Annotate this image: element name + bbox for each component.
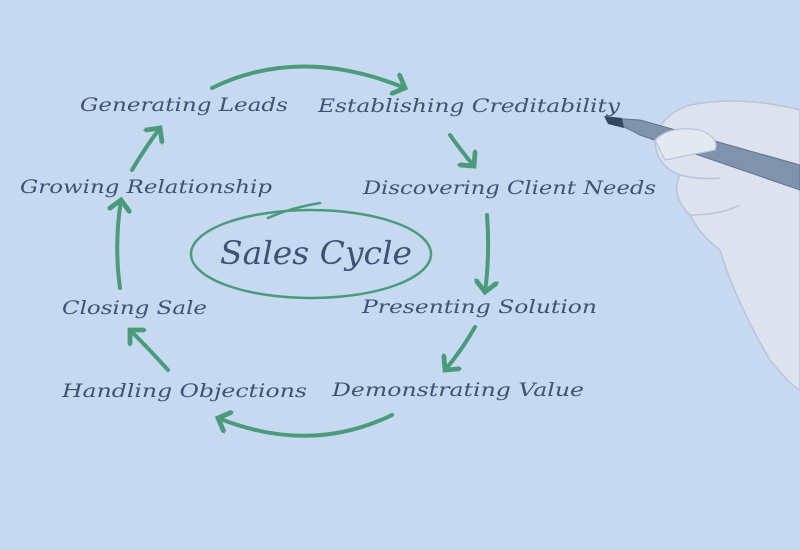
marker-tip — [604, 116, 624, 128]
thumb — [654, 128, 717, 161]
title-ellipse-overstroke — [266, 201, 322, 220]
marker-pen-icon — [605, 117, 800, 191]
diagram-title: Sales Cycle — [220, 234, 412, 272]
step-discovering-client-needs: Discovering Client Needs — [362, 177, 656, 199]
finger-detail — [679, 174, 741, 216]
title-ellipse — [189, 208, 433, 300]
arrow-value-to-objections — [218, 415, 394, 438]
arrow-closing-to-growing — [117, 200, 121, 290]
arrow-leads-to-credibility — [210, 64, 405, 89]
step-generating-leads: Generating Leads — [80, 94, 288, 116]
arrow-credibility-to-needs — [448, 133, 474, 166]
step-presenting-solution: Presenting Solution — [361, 296, 597, 318]
step-handling-objections: Handling Objections — [61, 380, 308, 402]
hand-with-marker-image — [604, 100, 800, 391]
step-establishing-creditability: Establishing Creditability — [317, 95, 621, 117]
center-title-group: Sales Cycle — [189, 201, 433, 300]
step-growing-relationship: Growing Relationship — [20, 176, 272, 198]
cycle-arrows — [117, 64, 488, 438]
arrow-solution-to-value — [445, 325, 477, 370]
arrow-needs-to-solution — [485, 213, 488, 292]
step-demonstrating-value: Demonstrating Value — [331, 379, 584, 401]
arrow-growing-to-leads — [130, 128, 160, 172]
step-closing-sale: Closing Sale — [62, 297, 207, 319]
arrow-objections-to-closing — [130, 330, 170, 372]
